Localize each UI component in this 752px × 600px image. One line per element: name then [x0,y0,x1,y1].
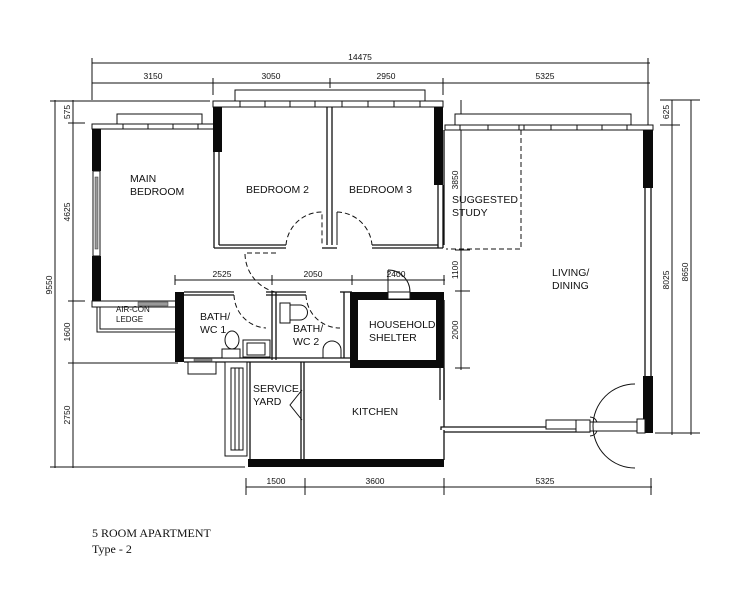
dim-left-2: 4625 [62,202,72,221]
label-bath1-1: BATH/ [200,311,230,323]
dim-top-1: 3150 [144,71,163,81]
dim-shelter-height: 2000 [450,320,460,339]
dim-corridor-height: 1100 [450,261,460,280]
label-shelter-1: HOUSEHOLD [369,319,436,331]
dim-bottom-1: 1500 [267,476,286,486]
label-kitchen: KITCHEN [352,406,398,418]
dim-left-4: 2750 [62,405,72,424]
top-dimension-lines: 14475 3150 3050 2950 5325 [91,52,650,125]
plan-type: Type - 2 [92,542,132,556]
suggested-study-boundary [446,130,522,250]
fixtures [221,302,342,359]
dim-bottom-2: 3600 [366,476,385,486]
dim-left-1: 575 [62,105,72,119]
label-shelter-2: SHELTER [369,332,417,344]
dim-top-overall: 14475 [348,52,372,62]
dim-corridor-3: 2400 [387,269,406,279]
label-bath2-1: BATH/ [293,323,323,335]
label-service-yard-2: YARD [253,396,282,408]
label-bath2-2: WC 2 [293,336,319,348]
bottom-dimension-lines: 1500 3600 5325 [245,476,652,495]
inner-dimension-lines: 3850 1100 2000 2525 2050 2400 [174,100,470,370]
dim-right-2: 8025 [661,270,671,289]
label-study-1: SUGGESTED [452,194,518,206]
dim-right-overall: 8650 [680,262,690,281]
dim-top-4: 5325 [536,71,555,81]
label-aircon-1: AIR-CON [116,305,150,314]
dim-study-height: 3850 [450,170,460,189]
right-dimension-lines: 625 8025 8650 [655,99,700,435]
walls [91,89,654,467]
label-living-2: DINING [552,280,589,292]
left-dimension-lines: 9550 575 4625 1600 2750 [44,100,245,468]
dim-top-2: 3050 [262,71,281,81]
dim-left-overall: 9550 [44,275,54,294]
dim-right-1: 625 [661,105,671,119]
dim-left-3: 1600 [62,322,72,341]
dim-corridor-2: 2050 [304,269,323,279]
dim-top-3: 2950 [377,71,396,81]
label-living-1: LIVING/ [552,267,589,279]
label-aircon-2: LEDGE [116,315,143,324]
plan-title: 5 ROOM APARTMENT [92,526,211,540]
label-bedroom-2: BEDROOM 2 [246,184,309,196]
label-main-bedroom-2: BEDROOM [130,186,184,198]
room-labels: MAIN BEDROOM BEDROOM 2 BEDROOM 3 SUGGEST… [116,173,589,418]
doors [233,211,646,469]
label-bedroom-3: BEDROOM 3 [349,184,412,196]
dim-bottom-3: 5325 [536,476,555,486]
label-main-bedroom-1: MAIN [130,173,156,185]
label-service-yard-1: SERVICE [253,383,299,395]
label-bath1-2: WC 1 [200,324,226,336]
dim-corridor-1: 2525 [213,269,232,279]
label-study-2: STUDY [452,207,488,219]
